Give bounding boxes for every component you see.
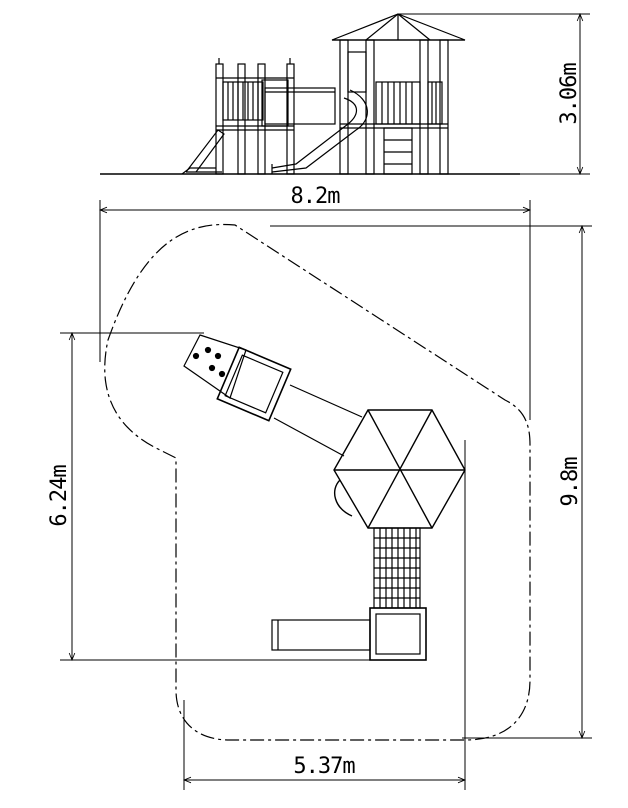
overall-width-label: 8.2m [291, 184, 341, 209]
hex-roof [333, 409, 466, 529]
overall-depth-label: 9.8m [558, 457, 583, 507]
left-platform [216, 346, 292, 422]
structure-depth-dimension [60, 333, 374, 660]
climbing-net [373, 527, 421, 609]
right-tower [271, 13, 466, 175]
bottom-platform [369, 607, 427, 661]
overall-depth-dimension [270, 226, 592, 738]
straight-slide [271, 619, 371, 651]
structure-width-dimension [184, 440, 465, 790]
safety-zone-outline [104, 223, 531, 741]
spiral-slide [333, 479, 353, 517]
climbing-wall [183, 334, 247, 399]
bridge [264, 87, 336, 125]
plan-bridge [273, 384, 363, 457]
left-tower [181, 58, 295, 175]
elevation-view [100, 14, 590, 174]
height-label: 3.06m [557, 63, 582, 125]
structure-width-label: 5.37m [293, 754, 355, 779]
height-dimension [398, 14, 590, 174]
structure-depth-label: 6.24m [47, 465, 72, 527]
overall-width-dimension [100, 200, 530, 420]
plan-view [60, 200, 592, 790]
